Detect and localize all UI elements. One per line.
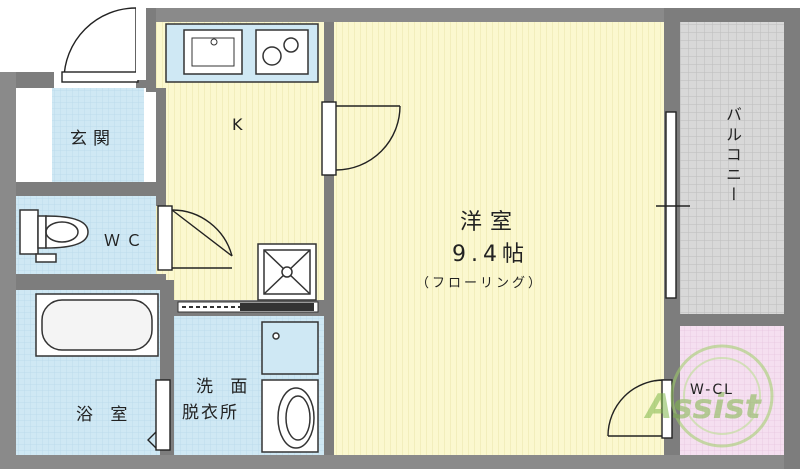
label-balcony: バルコニー xyxy=(723,106,742,206)
wc-door xyxy=(157,205,233,271)
shelf xyxy=(177,301,319,313)
label-bath: 浴 室 xyxy=(76,405,134,425)
label-washroom-line1: 洗 面 xyxy=(196,377,254,397)
kitchen-counter xyxy=(165,23,319,83)
entrance-door xyxy=(61,7,139,83)
wcl-door xyxy=(607,379,673,439)
balcony-floor xyxy=(680,22,792,314)
svg-text:Assist: Assist xyxy=(643,387,763,427)
outer-wall-left xyxy=(0,72,16,469)
label-western-room: 洋室 xyxy=(460,210,521,235)
toilet xyxy=(19,209,89,263)
vanity-sink xyxy=(261,321,319,453)
washing-machine-pan xyxy=(257,243,317,301)
label-washroom-line2: 脱衣所 xyxy=(182,403,239,423)
genkan-floor xyxy=(52,88,144,182)
bathtub xyxy=(35,293,159,357)
bath-door xyxy=(147,379,171,451)
western-room-floor xyxy=(334,22,664,455)
outer-wall-top xyxy=(146,8,666,22)
outer-wall-bottom xyxy=(16,455,792,469)
label-kitchen: K xyxy=(232,115,249,134)
assist-logo: Assist xyxy=(643,344,774,448)
balcony-window xyxy=(656,111,690,299)
label-wc: ＷＣ xyxy=(104,231,149,250)
label-western-floor: （フローリング） xyxy=(416,276,545,291)
label-western-size: 9.4帖 xyxy=(452,242,529,267)
label-wcl: W-CL xyxy=(690,382,734,398)
kitchen-room-door xyxy=(321,101,401,176)
label-genkan: 玄関 xyxy=(70,129,116,149)
